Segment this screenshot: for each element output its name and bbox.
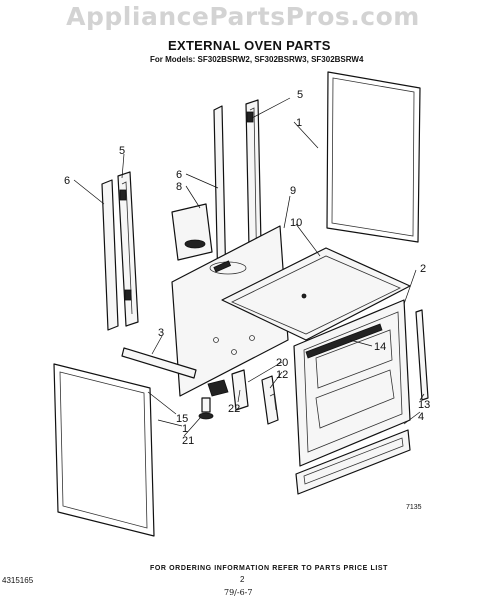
part-top-panel xyxy=(221,247,411,341)
part-vertical-trim xyxy=(415,309,429,401)
ordering-note: FOR ORDERING INFORMATION REFER TO PARTS … xyxy=(150,565,389,572)
date-stamp: 79/-6-7 xyxy=(224,588,253,597)
part-side-panel-right xyxy=(326,71,421,243)
callout-8: 8 xyxy=(176,181,182,193)
callout-5-left: 5 xyxy=(119,145,125,157)
callout-6-left: 6 xyxy=(64,175,70,187)
part-side-panel-left xyxy=(53,363,155,537)
callout-3: 3 xyxy=(158,327,164,339)
model-list: For Models: SF302BSRW2, SF302BSRW3, SF30… xyxy=(150,55,364,64)
part-bottom-rail xyxy=(121,347,197,379)
callout-12: 12 xyxy=(276,369,288,381)
part-bracket xyxy=(171,203,213,261)
part-window-strip xyxy=(305,323,383,359)
callout-4: 4 xyxy=(418,411,424,423)
callout-1-bottom: 1 xyxy=(182,423,188,435)
page-number: 2 xyxy=(240,575,245,584)
callout-14: 14 xyxy=(374,341,386,353)
leader-lines xyxy=(73,97,425,437)
part-back-panel xyxy=(171,225,289,397)
drawing-reference: 7135 xyxy=(406,504,422,511)
callout-20: 20 xyxy=(276,357,288,369)
callout-9: 9 xyxy=(290,185,296,197)
callout-1-top: 1 xyxy=(296,117,302,129)
part-side-rail-left xyxy=(101,171,139,331)
page-title: EXTERNAL OVEN PARTS xyxy=(168,38,331,53)
watermark: AppliancePartsPros.com xyxy=(66,2,420,31)
document-number: 4315165 xyxy=(2,576,34,585)
callout-13: 13 xyxy=(418,399,430,411)
callout-15: 15 xyxy=(176,413,188,425)
callout-10: 10 xyxy=(290,217,302,229)
callout-2: 2 xyxy=(420,263,426,275)
part-kick-plate xyxy=(295,429,411,495)
callout-5-right: 5 xyxy=(297,89,303,101)
callout-22: 22 xyxy=(228,403,240,415)
part-leveling-leg xyxy=(198,379,229,420)
callout-21: 21 xyxy=(182,435,194,447)
part-front-frame xyxy=(293,299,411,467)
callout-6-center: 6 xyxy=(176,169,182,181)
